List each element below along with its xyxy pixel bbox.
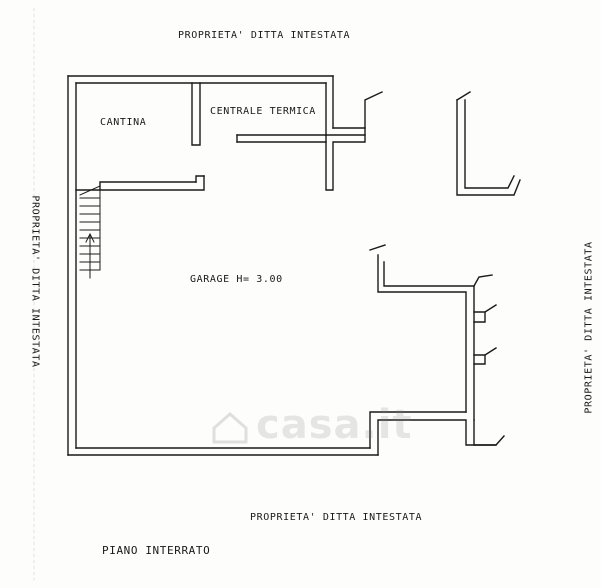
garage-right-wall — [369, 244, 505, 446]
cantina-partition — [191, 82, 201, 146]
garage-label: GARAGE H= 3.00 — [190, 274, 283, 285]
top-neighbor-label: PROPRIETA' DITTA INTESTATA — [178, 30, 351, 41]
outer-wall — [67, 75, 497, 456]
right-wall-stub-upper — [456, 91, 521, 196]
cantina-label: CANTINA — [100, 117, 147, 128]
staircase — [79, 185, 101, 279]
watermark-text: casa.it — [256, 402, 413, 448]
home-icon — [212, 412, 248, 444]
floor-title: PIANO INTERRATO — [102, 544, 211, 557]
centrale-termica-label: CENTRALE TERMICA — [210, 106, 316, 117]
centrale-termica-wall — [236, 134, 327, 143]
right-neighbor-label: PROPRIETA' DITTA INTESTATA — [583, 241, 595, 414]
left-neighbor-label: PROPRIETA' DITTA INTESTATA — [29, 195, 41, 368]
bottom-neighbor-label: PROPRIETA' DITTA INTESTATA — [250, 512, 423, 523]
